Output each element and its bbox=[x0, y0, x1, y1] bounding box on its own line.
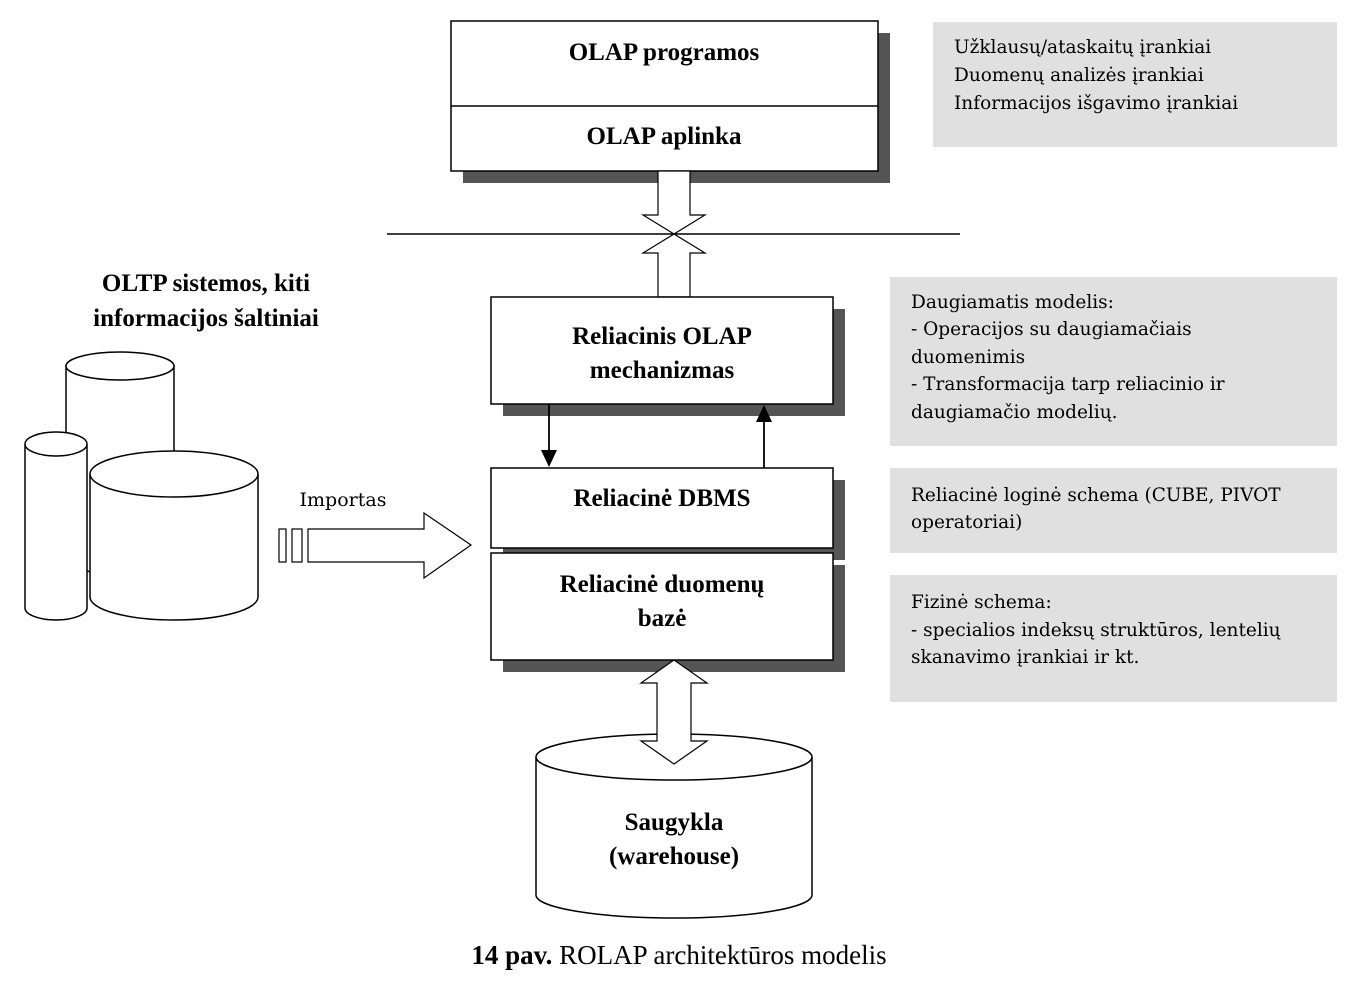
note-logical-line: Reliacinė loginė schema (CUBE, PIVOT bbox=[911, 485, 1281, 506]
source-databases-icon bbox=[24, 351, 259, 621]
figure-caption: 14 pav. ROLAP architektūros modelis bbox=[0, 940, 1358, 971]
relational-dbms-label: Reliacinė DBMS bbox=[573, 485, 750, 512]
olap-programs-label: OLAP programos bbox=[569, 39, 760, 66]
rolap-engine-label: mechanizmas bbox=[590, 357, 735, 384]
note-tools-line: Užklausų/ataskaitų įrankiai bbox=[954, 37, 1211, 58]
rolap-engine-box: Reliacinis OLAP mechanizmas bbox=[490, 296, 845, 416]
arrow-up-head bbox=[756, 405, 772, 422]
note-tools-line: Duomenų analizės įrankiai bbox=[954, 65, 1204, 86]
note-logical-line: operatoriai) bbox=[911, 512, 1022, 533]
warehouse-cylinder: Saugykla (warehouse) bbox=[535, 733, 813, 919]
warehouse-label: Saugykla bbox=[625, 809, 724, 836]
relational-database-label: Reliacinė duomenų bbox=[560, 571, 765, 598]
import-arrow bbox=[278, 511, 473, 580]
sources-title: informacijos šaltiniai bbox=[93, 305, 319, 332]
sources-title: OLTP sistemos, kiti bbox=[102, 270, 310, 297]
note-tools-line: Informacijos išgavimo įrankiai bbox=[954, 93, 1238, 114]
olap-stack-box: OLAP programos OLAP aplinka bbox=[450, 20, 890, 183]
note-multidim-line: - Transformacija tarp reliacinio ir bbox=[911, 374, 1225, 395]
figure-caption-label: 14 pav. bbox=[471, 940, 553, 970]
rolap-engine-label: Reliacinis OLAP bbox=[572, 323, 752, 350]
note-tools: Užklausų/ataskaitų įrankiai Duomenų anal… bbox=[933, 22, 1337, 147]
relational-database-box: Reliacinė duomenų bazė bbox=[490, 552, 845, 672]
relational-database-label: bazė bbox=[638, 605, 687, 632]
note-logical-schema: Reliacinė loginė schema (CUBE, PIVOT ope… bbox=[890, 468, 1337, 553]
olap-environment-label: OLAP aplinka bbox=[587, 123, 742, 150]
note-multidim-line: duomenimis bbox=[911, 347, 1025, 368]
note-physical-line: - specialios indeksų struktūros, lenteli… bbox=[911, 620, 1281, 641]
note-physical-line: Fizinė schema: bbox=[911, 592, 1052, 613]
note-physical-line: skanavimo įrankiai ir kt. bbox=[911, 647, 1139, 668]
warehouse-label: (warehouse) bbox=[609, 843, 739, 870]
note-multidimensional-model: Daugiamatis modelis: - Operacijos su dau… bbox=[890, 277, 1337, 446]
figure-caption-text: ROLAP architektūros modelis bbox=[559, 940, 887, 970]
arrow-down-head bbox=[541, 450, 557, 467]
import-label: Importas bbox=[300, 489, 387, 511]
note-multidim-line: - Operacijos su daugiamačiais bbox=[911, 319, 1192, 340]
double-arrow-bottom bbox=[639, 659, 709, 765]
note-physical-schema: Fizinė schema: - specialios indeksų stru… bbox=[890, 575, 1337, 702]
note-multidim-line: Daugiamatis modelis: bbox=[911, 292, 1114, 313]
note-multidim-line: daugiamačio modelių. bbox=[911, 402, 1118, 423]
relational-dbms-box: Reliacinė DBMS bbox=[490, 467, 845, 560]
